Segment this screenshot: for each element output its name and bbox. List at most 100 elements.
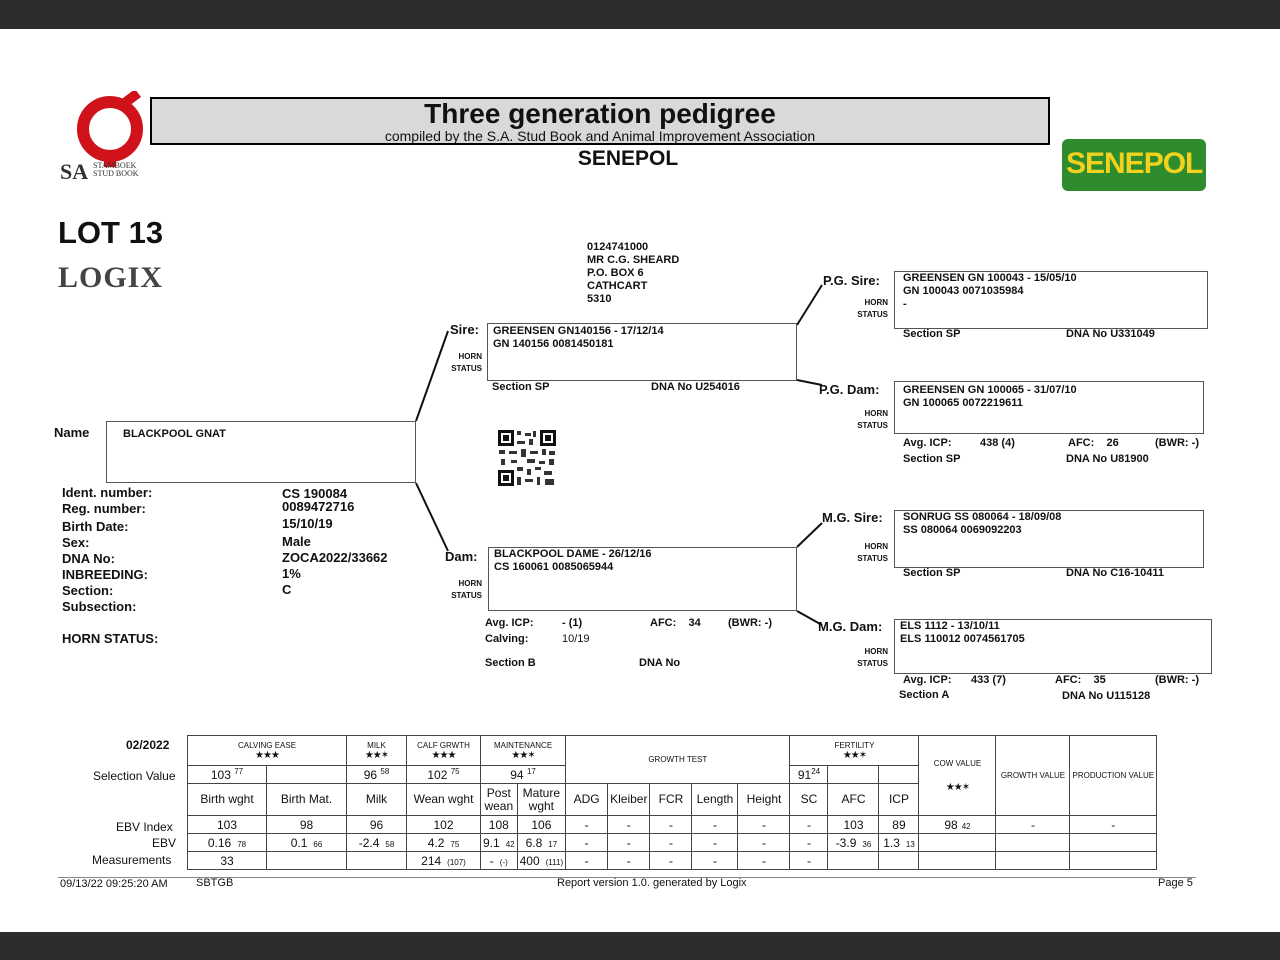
dam-line1: BLACKPOOL DAME - 26/12/16 xyxy=(494,548,652,560)
mg-dam-icp: 433 (7) xyxy=(971,674,1006,686)
mg-sire-line1: SONRUG SS 080064 - 18/09/08 xyxy=(903,511,1062,523)
pg-dam-bwr: (BWR: -) xyxy=(1155,437,1199,449)
meas-cell-9: - xyxy=(691,851,739,870)
sa-studbook-logo: SA STAMBOEK STUD BOOK xyxy=(60,89,180,186)
page-title: Three generation pedigree xyxy=(424,98,776,129)
pg-dam-line2: GN 100065 0072219611 xyxy=(903,397,1023,409)
sa-logo-subtext: STAMBOEK STUD BOOK xyxy=(93,162,139,178)
idx-cell-1: 98 xyxy=(266,815,347,834)
sa-logo-sub2: STUD BOOK xyxy=(93,169,139,178)
ebv-cell-9: - xyxy=(691,833,739,852)
breeder-code: 5310 xyxy=(587,293,612,305)
col-header-10: Height xyxy=(737,783,791,816)
sire-label: Sire: xyxy=(450,322,479,337)
pg-dam-dna: DNA No U81900 xyxy=(1066,453,1149,465)
dam-icp-label: Avg. ICP: xyxy=(485,617,534,629)
group-growth-test: GROWTH TEST xyxy=(565,735,791,784)
row-label-selection: Selection Value xyxy=(93,769,176,783)
col-header-0: Birth wght xyxy=(187,783,267,816)
mg-sire-section: Section SP xyxy=(903,567,961,579)
horn-status-label: HORN STATUS: xyxy=(62,631,159,646)
row-label-ebv-index: EBV Index xyxy=(116,820,173,834)
sa-logo-sub1: STAMBOEK xyxy=(93,161,137,170)
pedigree-lines xyxy=(415,284,823,626)
ebv-cell-6: - xyxy=(565,833,609,852)
footer-rule xyxy=(58,877,1196,878)
ident-value: CS 190084 xyxy=(282,486,348,501)
mg-sire-box: SONRUG SS 080064 - 18/09/08 SS 080064 00… xyxy=(894,510,1204,568)
group-calf-growth: CALF GRWTH★★★ xyxy=(406,735,481,766)
idx-extra-2: - xyxy=(1069,815,1158,834)
title-box: Three generation pedigree compiled by th… xyxy=(150,97,1050,145)
inbreeding-value: 1% xyxy=(282,566,301,581)
meas-cell-6: - xyxy=(565,851,609,870)
breeder-name: MR C.G. SHEARD xyxy=(587,254,680,266)
ebv-date: 02/2022 xyxy=(126,738,170,752)
senepol-logo-text: SENEPOL xyxy=(1066,147,1203,180)
sa-logo-icon xyxy=(77,89,143,167)
name-label: Name xyxy=(54,425,90,440)
meas-cell-10: - xyxy=(737,851,791,870)
animal-details-values: CS 190084 0089472716 15/10/19 Male ZOCA2… xyxy=(282,486,388,598)
animal-details-labels: Ident. number: Reg. number: Birth Date: … xyxy=(62,485,152,615)
sex-label: Sex: xyxy=(62,535,90,550)
dam-afc: AFC: 34 xyxy=(650,617,701,629)
idx-cell-0: 103 xyxy=(187,815,267,834)
animal-name-box: BLACKPOOL GNAT xyxy=(106,421,416,483)
group-maintenance: MAINTENANCE★★✶ xyxy=(479,735,567,766)
pg-sire-section: Section SP xyxy=(903,328,961,340)
mg-dam-line2: ELS 110012 0074561705 xyxy=(900,633,1025,645)
row-label-ebv: EBV xyxy=(152,836,177,850)
dam-calving: 10/19 xyxy=(562,633,590,645)
col-header-1: Birth Mat. xyxy=(266,783,347,816)
idx-cell-4: 108 xyxy=(480,815,518,834)
subsection-label: Subsection: xyxy=(62,599,137,614)
sel-calving-blank xyxy=(266,765,347,784)
sel-maint: 94 17 xyxy=(479,765,567,784)
mg-dam-label: M.G. Dam: xyxy=(818,619,883,634)
col-header-3: Wean wght xyxy=(406,783,481,816)
idx-cell-3: 102 xyxy=(406,815,481,834)
meas-cell-2 xyxy=(346,851,407,870)
sire-dna: DNA No U254016 xyxy=(651,381,740,393)
mg-sire-label: M.G. Sire: xyxy=(822,510,883,525)
pg-dam-afc: AFC: 26 xyxy=(1068,437,1119,449)
group-production-value: PRODUCTION VALUE xyxy=(1069,735,1158,816)
meas-cell-3: 214(107) xyxy=(406,851,481,870)
dam-line2: CS 160061 0085065944 xyxy=(494,561,614,573)
col-header-6: ADG xyxy=(565,783,609,816)
logix-logo: LOGIX xyxy=(58,261,164,294)
qr-code-icon xyxy=(497,429,557,487)
ebv-cell-11: - xyxy=(789,833,829,852)
idx-cell-12: 103 xyxy=(827,815,880,834)
pg-sire-dna: DNA No U331049 xyxy=(1066,328,1155,340)
ebv-table: CALVING EASE★★★ MILK★★✶ CALF GRWTH★★★ MA… xyxy=(187,735,1158,870)
meas-extra-2 xyxy=(1069,851,1158,870)
reg-value: 0089472716 xyxy=(282,499,355,514)
ebv-extra-1 xyxy=(995,833,1071,852)
pg-sire-box: GREENSEN GN 100043 - 15/05/10 GN 100043 … xyxy=(894,271,1208,329)
breeder-town: CATHCART xyxy=(587,280,648,292)
sire-line1: GREENSEN GN140156 - 17/12/14 xyxy=(493,325,664,337)
meas-cell-8: - xyxy=(649,851,693,870)
breed-name: SENEPOL xyxy=(577,147,679,170)
idx-cell-9: - xyxy=(691,815,739,834)
dam-bwr: (BWR: -) xyxy=(728,617,772,629)
dam-dna: DNA No xyxy=(639,657,681,669)
idx-cell-7: - xyxy=(607,815,651,834)
ebv-cell-8: - xyxy=(649,833,693,852)
dna-value: ZOCA2022/33662 xyxy=(282,550,388,565)
col-header-11: SC xyxy=(789,783,829,816)
mg-sire-line2: SS 080064 0069092203 xyxy=(903,524,1022,536)
dam-calving-label: Calving: xyxy=(485,633,529,645)
meas-cell-0: 33 xyxy=(187,851,267,870)
